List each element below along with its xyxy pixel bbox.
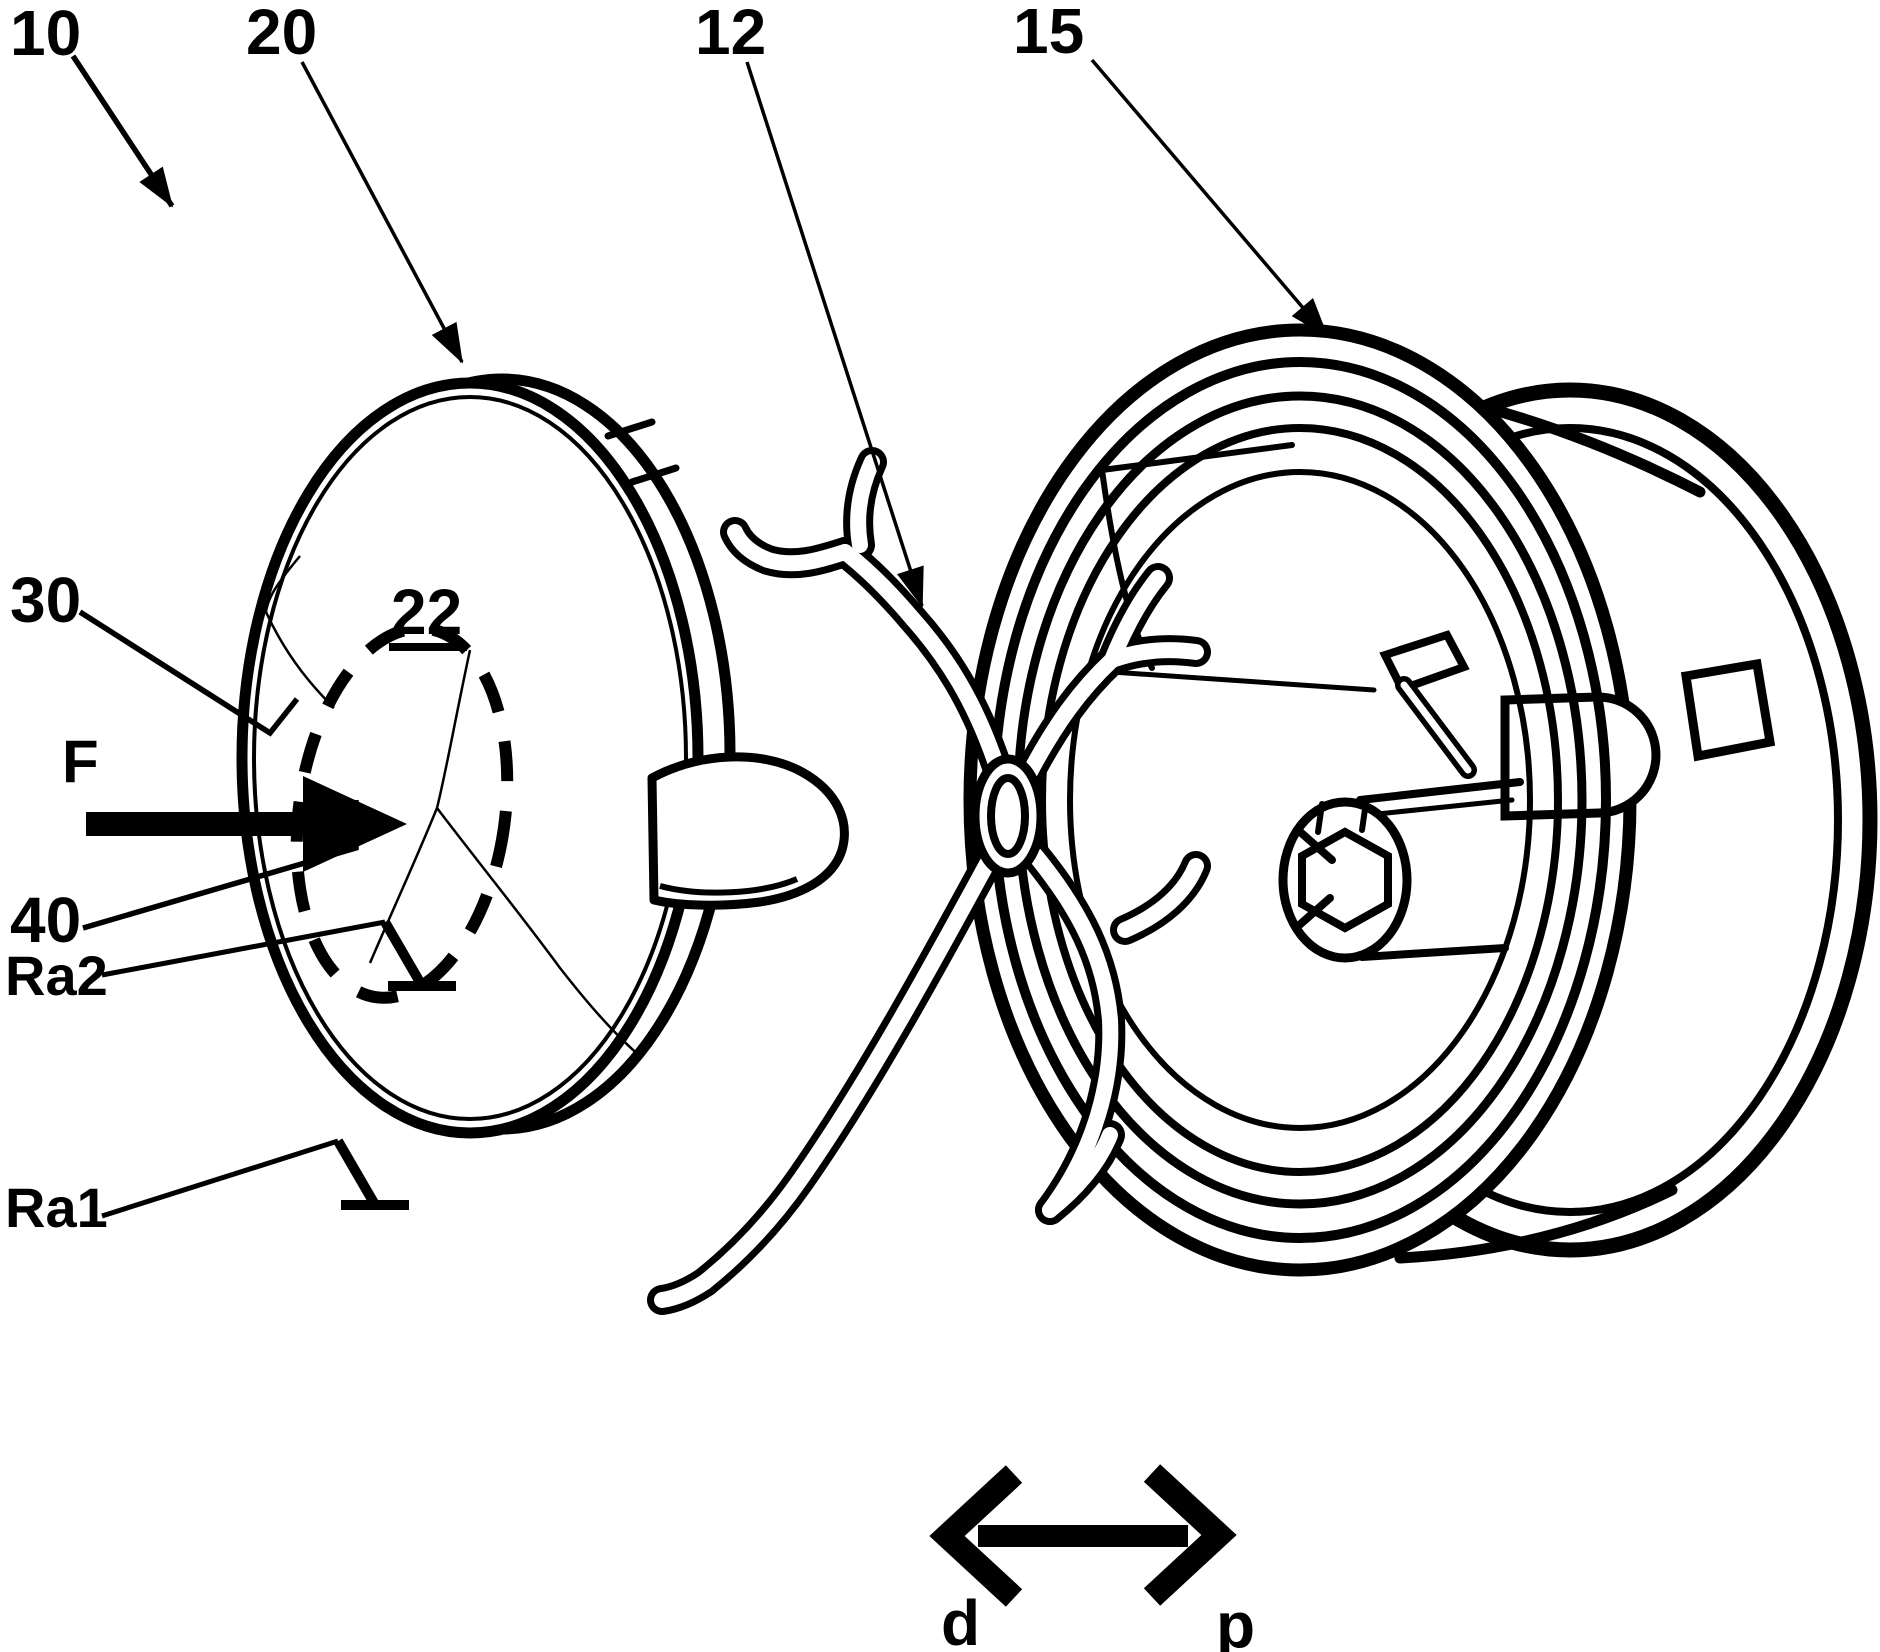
disc-rim-tick: [628, 464, 680, 486]
disc-rim-tick: [604, 418, 656, 440]
label-10: 10: [10, 0, 81, 69]
leader-ra1: [101, 1138, 339, 1219]
collet-notch: [1359, 799, 1369, 833]
motion-double-arrow: [929, 1464, 1237, 1607]
housing-side-tab: [1680, 658, 1776, 762]
collet-body-bottom: [1358, 944, 1509, 961]
spider-12: [647, 447, 1211, 1315]
construction-curves: [264, 555, 643, 1059]
disc-stem-40: [647, 752, 849, 910]
housing-interior-plate: [1099, 442, 1295, 473]
leader-ra2: [101, 919, 386, 978]
label-d: d: [941, 1587, 980, 1652]
collet-body-top: [1356, 778, 1524, 804]
spider-hub-bore: [987, 774, 1029, 858]
motion-arrowhead-right: [1143, 1464, 1237, 1606]
leader-15: [1090, 58, 1329, 338]
label-Ra2: Ra2: [5, 944, 108, 1007]
leader-20: [300, 61, 464, 364]
leader-12: [745, 61, 924, 608]
recess-22-dashed-outline: [290, 622, 514, 1004]
label-12: 12: [695, 0, 766, 68]
housing-bottom-silhouette: [1394, 1184, 1678, 1264]
leader-10: [70, 54, 175, 208]
label-15: 15: [1013, 0, 1084, 67]
leader-30: [78, 609, 300, 737]
housing-interior-edge: [1109, 669, 1377, 693]
force-arrow: [86, 776, 407, 872]
label-F: F: [62, 728, 99, 795]
collet-notch: [1315, 801, 1325, 835]
label-Ra1: Ra1: [5, 1176, 108, 1239]
roughness-symbol-ra2: [380, 919, 456, 991]
housing-bracket: [1379, 630, 1470, 694]
cap-disc-20: [236, 373, 736, 1139]
collet-slot: [1292, 894, 1334, 932]
collet-slot: [1294, 826, 1336, 864]
label-20: 20: [246, 0, 317, 68]
housing-bracket-strut-core: [1400, 681, 1472, 774]
label-22: 22: [391, 576, 462, 648]
disc-front-inner-edge: [252, 395, 688, 1121]
label-p: p: [1216, 1589, 1255, 1652]
label-40: 40: [10, 884, 81, 956]
housing-interior-bore: [1067, 469, 1533, 1131]
roughness-symbol-ra1: [333, 1138, 409, 1210]
motion-arrowhead-left: [929, 1465, 1023, 1607]
label-30: 30: [10, 564, 81, 636]
